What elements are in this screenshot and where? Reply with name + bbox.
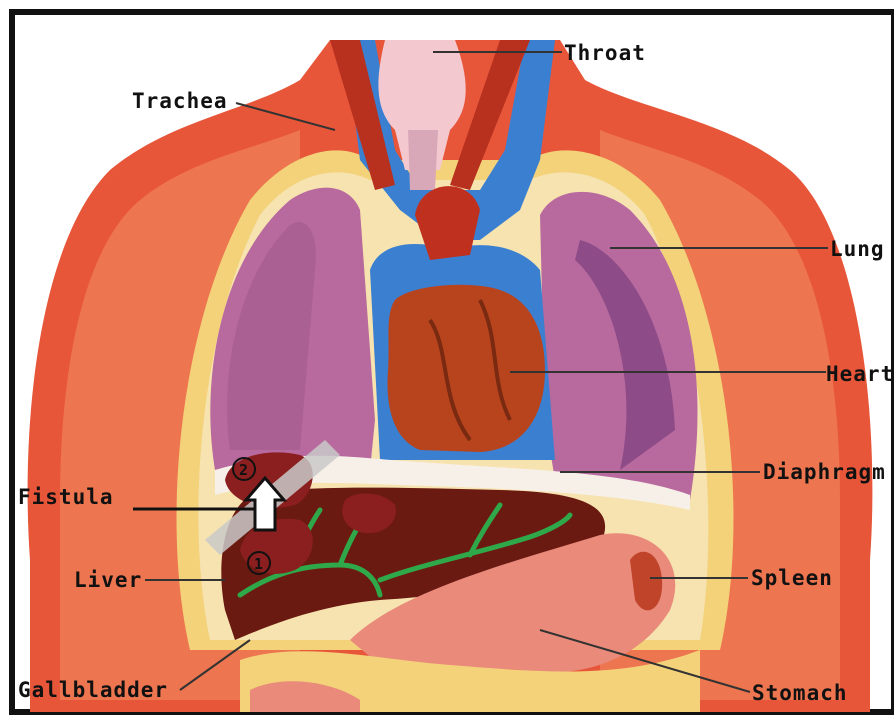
label-gallbladder: Gallbladder: [18, 678, 168, 702]
heart: [387, 285, 545, 452]
marker-2-text: 2: [239, 461, 249, 479]
label-lung: Lung: [830, 237, 885, 261]
trachea-tube: [408, 130, 438, 190]
label-diaphragm: Diaphragm: [763, 460, 886, 484]
label-throat: Throat: [564, 41, 646, 65]
label-stomach: Stomach: [752, 681, 848, 705]
label-spleen: Spleen: [751, 566, 833, 590]
label-trachea: Trachea: [132, 89, 228, 113]
marker-1-text: 1: [254, 555, 264, 573]
label-liver: Liver: [74, 568, 142, 592]
label-fistula: Fistula: [18, 485, 114, 509]
label-heart: Heart: [826, 362, 894, 386]
